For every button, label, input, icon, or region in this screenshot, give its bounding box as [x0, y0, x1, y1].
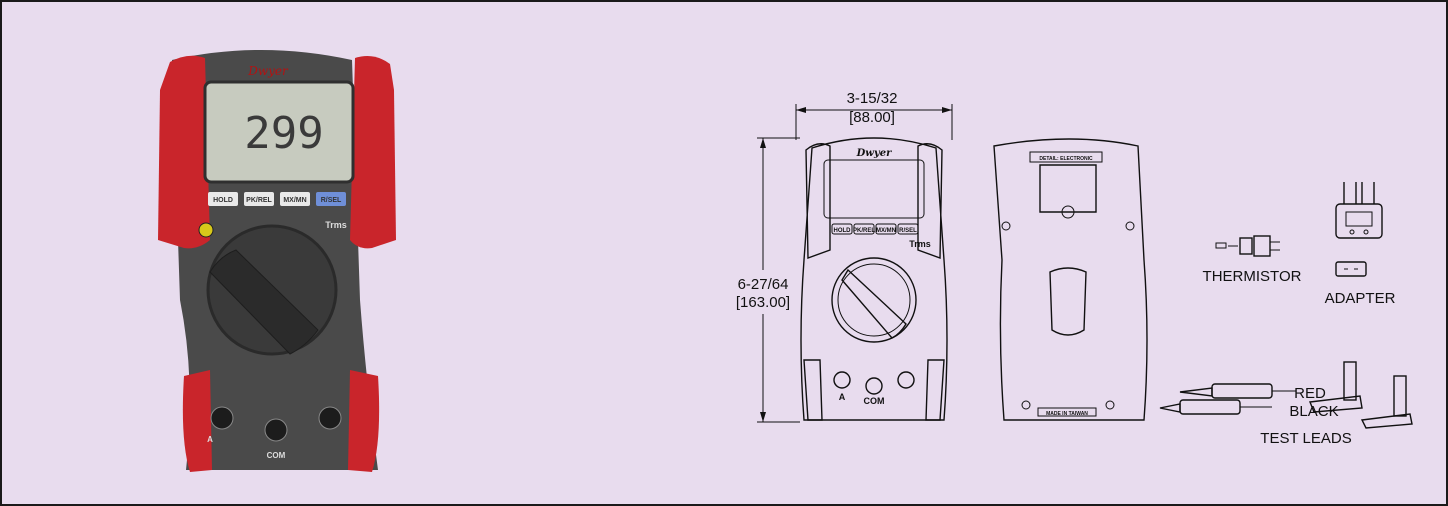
svg-text:R/SEL: R/SEL — [899, 228, 917, 234]
indicator-light — [198, 222, 214, 238]
left-grip-top — [158, 55, 210, 249]
width-mm: [88.00] — [849, 109, 895, 126]
front-model: Trms — [909, 239, 931, 249]
meter-brand: Dwyer — [247, 64, 289, 78]
mx-mn-button-label: MX/MN — [283, 197, 306, 204]
jack-a[interactable] — [210, 406, 234, 430]
jack-com-label: COM — [267, 451, 286, 460]
front-jack-com-label: COM — [864, 396, 885, 406]
jack-a-label: A — [207, 435, 213, 444]
red-lead-label: RED — [1294, 385, 1326, 402]
r-sel-button-label: R/SEL — [321, 197, 342, 204]
pk-rel-button[interactable] — [244, 192, 274, 206]
left-grip-bottom — [182, 370, 212, 472]
front-brand: Dwyer — [856, 148, 892, 159]
back-bottom-label: MADE IN TAIWAN — [1046, 411, 1088, 417]
black-lead-label: BLACK — [1289, 403, 1338, 420]
width-fraction: 3-15/32 — [847, 90, 898, 107]
meter-photo: Dwyer 299 HOLD PK/REL MX/MN R/SEL Trms C… — [158, 50, 396, 472]
width-dimension: 3-15/32 [88.00] — [795, 90, 953, 140]
jack-com[interactable] — [264, 418, 288, 442]
front-drawing-buttons: HOLD PK/REL MX/MN R/SEL — [831, 223, 919, 235]
svg-text:HOLD: HOLD — [834, 228, 852, 234]
meter-model: Trms — [325, 220, 347, 230]
right-grip-top — [350, 56, 396, 249]
height-fraction: 6-27/64 — [738, 276, 789, 293]
height-dimension: 6-27/64 [163.00] — [722, 137, 800, 423]
adapter-drawing: ADAPTER — [1325, 182, 1396, 307]
r-sel-button[interactable] — [316, 192, 346, 206]
right-grip-bottom — [348, 370, 380, 472]
hold-button[interactable] — [208, 192, 238, 206]
lcd-reading: 299 — [244, 108, 323, 159]
height-mm: [163.00] — [736, 294, 790, 311]
test-leads-drawing: RED BLACK TEST LEADS — [1159, 361, 1413, 447]
thermistor-label: THERMISTOR — [1203, 268, 1302, 285]
jack-v[interactable] — [318, 406, 342, 430]
adapter-label: ADAPTER — [1325, 290, 1396, 307]
svg-text:PK/REL: PK/REL — [853, 228, 875, 234]
back-top-label: DETAIL: ELECTRONIC — [1039, 156, 1093, 162]
svg-text:MX/MN: MX/MN — [876, 228, 896, 234]
back-view-drawing: DETAIL: ELECTRONIC MADE IN TAIWAN — [993, 138, 1148, 421]
thermistor-drawing: THERMISTOR — [1203, 235, 1302, 285]
mx-mn-button[interactable] — [280, 192, 310, 206]
pk-rel-button-label: PK/REL — [246, 197, 272, 204]
lcd-screen — [203, 80, 355, 184]
front-buttons: HOLD PK/REL MX/MN R/SEL — [208, 192, 346, 206]
hold-button-label: HOLD — [213, 197, 233, 204]
test-leads-label: TEST LEADS — [1260, 430, 1351, 447]
rotary-dial-knob[interactable] — [209, 249, 319, 355]
front-view-drawing: Dwyer HOLD PK/REL MX/MN R/SEL Trms A COM — [800, 137, 948, 421]
front-jack-a-label: A — [839, 392, 846, 402]
